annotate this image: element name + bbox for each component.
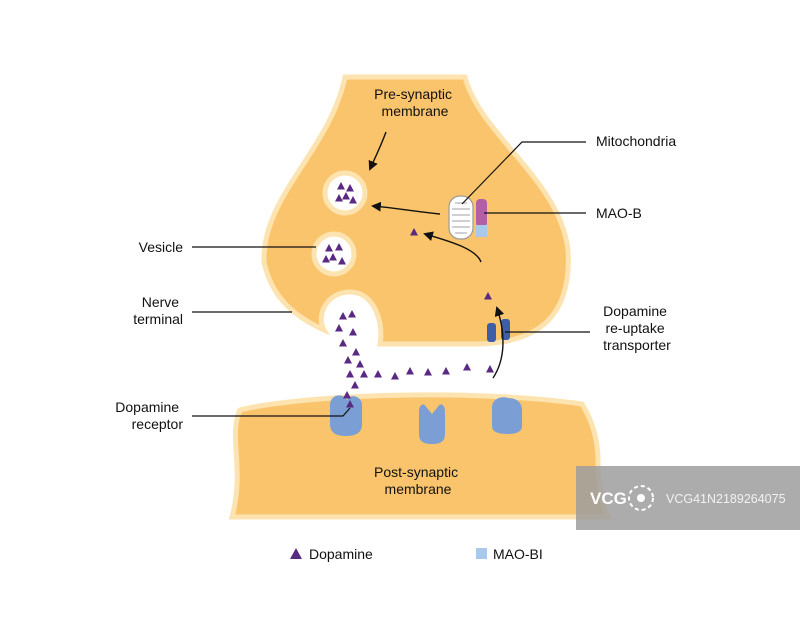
legend: Dopamine MAO-BI [290, 546, 543, 562]
dopamine-legend-icon [290, 548, 302, 559]
dopamine-molecule [463, 363, 471, 371]
vesicle-2 [311, 231, 357, 277]
dopamine-molecule [360, 370, 368, 378]
vesicle-1 [322, 170, 368, 216]
dopamine-molecule [335, 324, 343, 332]
mao-b-label: MAO-B [596, 205, 642, 221]
dopamine-molecule [349, 196, 357, 204]
dopamine-molecule [374, 370, 382, 378]
dopamine-molecule [343, 391, 351, 399]
dopamine-molecule [338, 257, 346, 265]
dopamine-molecule [351, 381, 359, 389]
pre-synaptic-label: Pre-synaptic membrane [374, 86, 456, 119]
dopamine-molecule [335, 194, 343, 202]
dopamine-molecule [335, 243, 343, 251]
dopamine-receptor-1 [330, 395, 362, 436]
legend-dopamine-label: Dopamine [309, 546, 373, 562]
dopamine-molecule [410, 228, 418, 236]
dopamine-molecule [346, 400, 354, 408]
arrow-to-vesicle-from-cytoplasm [371, 201, 441, 215]
dopamine-molecule [406, 367, 414, 375]
dopamine-molecule [349, 328, 357, 336]
dopamine-molecule [424, 368, 432, 376]
watermark: VCG VCG41N2189264075 [576, 466, 800, 530]
dopamine-molecule [391, 372, 399, 380]
legend-item-mao-bi: MAO-BI [476, 546, 543, 562]
leader-mitochondria [461, 141, 586, 205]
legend-mao-bi-label: MAO-BI [493, 546, 543, 562]
dopamine-molecule [322, 255, 330, 263]
nerve-terminal-label: Nerve terminal [133, 294, 183, 327]
dopamine-molecule [352, 348, 360, 356]
dopamine-molecule [342, 192, 350, 200]
receptor-label: Dopamine receptor [115, 399, 183, 432]
svg-text:VCG: VCG [590, 489, 627, 508]
dopamine-molecule [346, 370, 354, 378]
mitochondria-label: Mitochondria [596, 133, 676, 149]
dopamine-molecule [339, 312, 347, 320]
vcg-logo: VCG [590, 485, 654, 511]
dopamine-molecule [486, 365, 494, 373]
dopamine-molecules [322, 182, 494, 408]
dopamine-receptor-2 [419, 404, 445, 444]
dopamine-molecule [356, 360, 364, 368]
dopamine-molecule [484, 292, 492, 300]
vesicle-label: Vesicle [139, 239, 184, 255]
dopamine-molecule [442, 367, 450, 375]
mao-bi-legend-icon [476, 548, 487, 559]
mitochondrion [448, 195, 474, 240]
reuptake-label: Dopamine re-uptake transporter [603, 303, 671, 353]
arrow-to-vesicle [368, 131, 387, 171]
arrow-reuptake [492, 306, 505, 379]
dopamine-molecule [346, 184, 354, 192]
watermark-id: VCG41N2189264075 [666, 492, 786, 506]
dopamine-molecule [337, 182, 345, 190]
legend-item-dopamine: Dopamine [290, 546, 373, 562]
leader-receptor [192, 407, 351, 417]
mao-b-enzyme [476, 199, 487, 237]
arrow-to-mitochondria [423, 231, 482, 263]
post-synaptic-label: Post-synaptic membrane [374, 464, 462, 497]
dopamine-molecule [348, 310, 356, 318]
dopamine-molecule [325, 244, 333, 252]
dopamine-molecule [329, 253, 337, 261]
dopamine-molecule [344, 356, 352, 364]
dopamine-molecule [339, 339, 347, 347]
dopamine-receptor-3 [492, 397, 522, 434]
